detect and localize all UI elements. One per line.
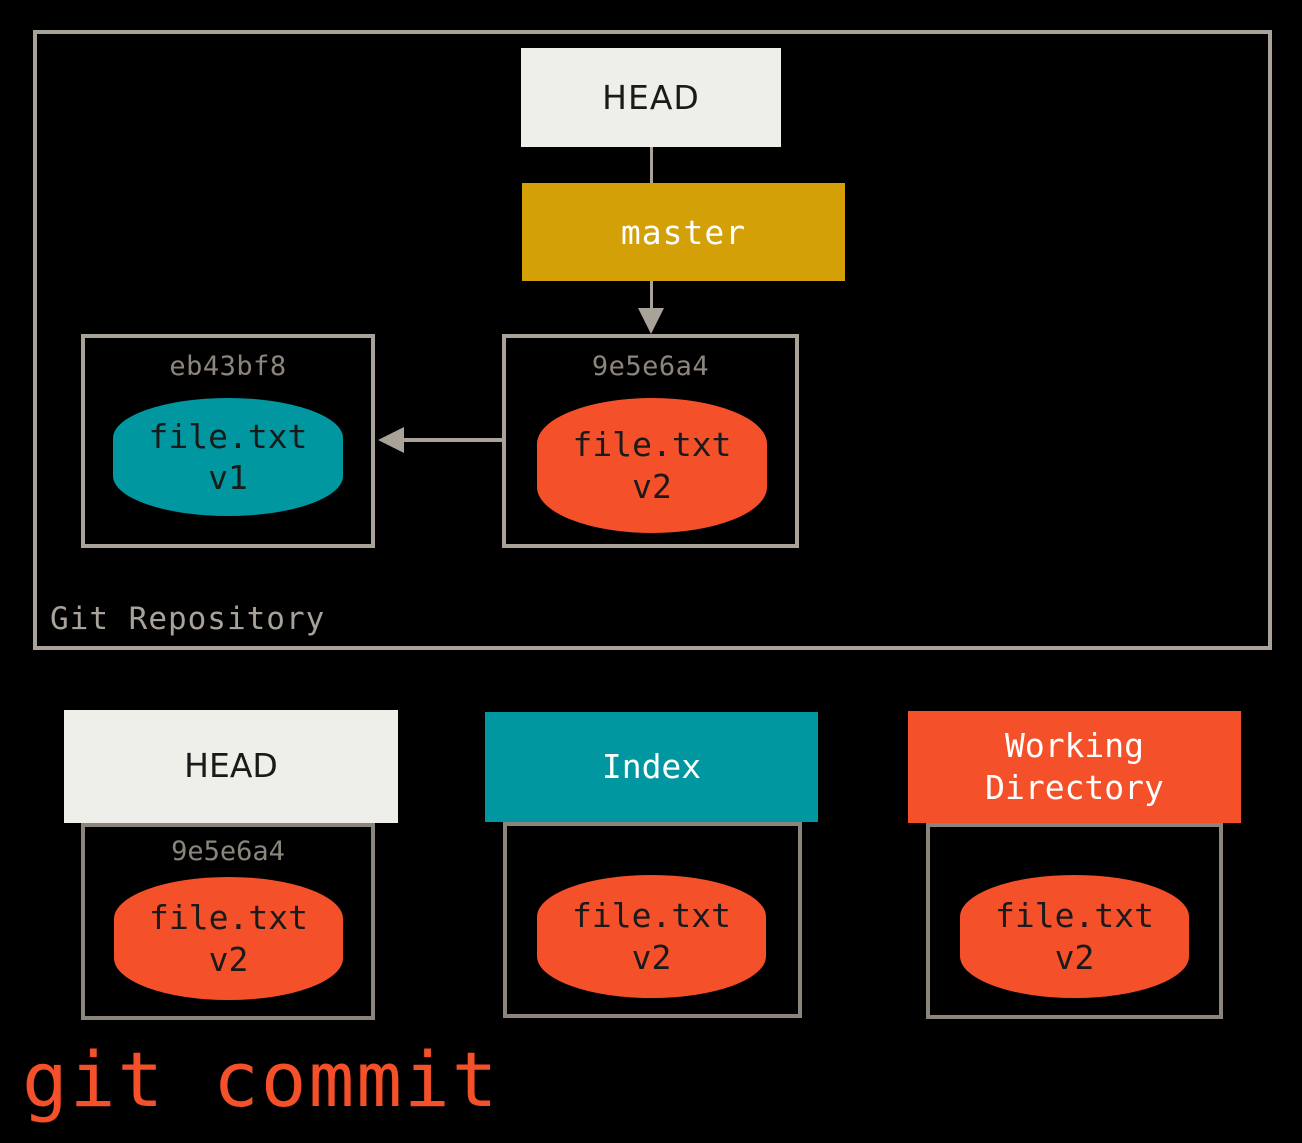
blob-filename: file.txt — [572, 896, 731, 936]
connector-master-to-commit — [650, 281, 653, 327]
area-head-sha: 9e5e6a4 — [171, 836, 285, 867]
blob-filename: file.txt — [149, 898, 308, 938]
connector-commit-parent-line — [404, 438, 504, 442]
area-header-head: HEAD — [64, 710, 398, 823]
blob-9e5e6a4-file: file.txt v2 — [537, 398, 767, 533]
blob-eb43bf8-file: file.txt v1 — [113, 398, 343, 516]
blob-working-directory-file: file.txt v2 — [960, 875, 1189, 998]
blob-version: v2 — [1054, 937, 1095, 977]
blob-index-file: file.txt v2 — [537, 875, 766, 998]
head-ref-label: HEAD — [602, 78, 700, 117]
area-body-working-directory — [926, 823, 1223, 1019]
commit-box-eb43bf8: eb43bf8 — [81, 334, 375, 548]
commit-sha-9e5e6a4: 9e5e6a4 — [591, 351, 710, 382]
blob-version: v1 — [208, 458, 248, 497]
arrow-commit-to-parent — [378, 427, 404, 453]
connector-head-to-master — [650, 147, 653, 185]
blob-filename: file.txt — [572, 425, 732, 465]
git-repository-frame — [33, 30, 1272, 650]
area-header-index: Index — [485, 712, 818, 822]
commit-sha-eb43bf8: eb43bf8 — [169, 351, 287, 382]
commit-box-9e5e6a4: 9e5e6a4 — [502, 334, 799, 548]
blob-version: v2 — [632, 466, 672, 506]
arrow-master-to-commit — [638, 308, 664, 334]
blob-version: v2 — [208, 939, 249, 979]
master-branch-label: master — [620, 212, 747, 252]
git-repository-label: Git Repository — [50, 601, 326, 637]
command-caption: git commit — [22, 1035, 500, 1124]
area-header-label: Index — [601, 746, 702, 786]
area-header-label: Working Directory — [985, 725, 1164, 807]
blob-head-file: file.txt v2 — [114, 877, 343, 1000]
area-body-index — [503, 822, 802, 1018]
area-body-head: 9e5e6a4 — [81, 823, 375, 1020]
blob-filename: file.txt — [995, 896, 1154, 936]
area-header-label: HEAD — [184, 746, 278, 786]
area-header-working-directory: Working Directory — [908, 711, 1241, 823]
blob-version: v2 — [631, 937, 672, 977]
head-ref-box: HEAD — [521, 48, 781, 147]
master-branch-box: master — [522, 183, 845, 281]
blob-filename: file.txt — [148, 416, 308, 456]
